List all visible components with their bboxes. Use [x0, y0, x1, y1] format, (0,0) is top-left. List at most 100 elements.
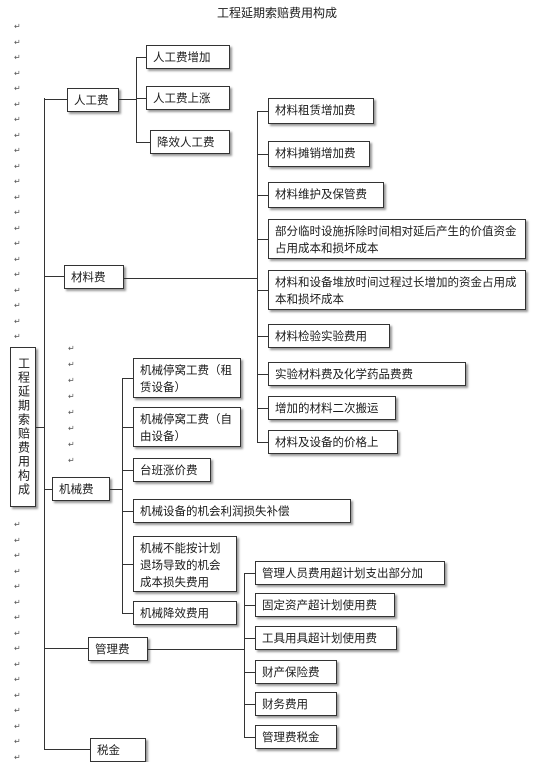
paragraph-mark-icon: ↵ — [14, 161, 21, 171]
paragraph-mark-icon: ↵ — [14, 177, 21, 186]
paragraph-mark-icon: ↵ — [14, 99, 21, 109]
paragraph-mark-icon: ↵ — [14, 690, 21, 700]
paragraph-mark-icon: ↵ — [14, 316, 21, 326]
connector — [122, 511, 133, 512]
paragraph-mark-icon: ↵ — [14, 551, 21, 560]
paragraph-mark-icon: ↵ — [14, 520, 21, 529]
paragraph-mark-icon: ↵ — [68, 392, 75, 401]
connector — [257, 408, 268, 409]
connector — [257, 336, 268, 337]
paragraph-mark-icon: ↵ — [68, 360, 75, 369]
paragraph-mark-icon: ↵ — [14, 737, 21, 746]
machine-item: 机械设备的机会利润损失补偿 — [133, 499, 351, 523]
paragraph-mark-icon: ↵ — [68, 424, 75, 433]
material-item: 材料及设备的价格上 — [268, 430, 398, 454]
material-item: 材料检验实验费用 — [268, 324, 390, 348]
paragraph-mark-icon: ↵ — [14, 332, 21, 341]
management-item: 财务费用 — [255, 692, 337, 716]
material-item: 材料和设备堆放时间过程过长增加的资金占用成本和损坏成本 — [268, 270, 526, 310]
management-item: 固定资产超计划使用费 — [255, 593, 395, 617]
paragraph-mark-icon: ↵ — [14, 68, 21, 78]
connector-labor — [44, 99, 67, 100]
connector — [244, 704, 255, 705]
paragraph-mark-icon: ↵ — [14, 84, 21, 93]
connector — [244, 672, 255, 673]
paragraph-mark-icon: ↵ — [14, 752, 21, 762]
paragraph-mark-icon: ↵ — [14, 37, 21, 47]
machine-item: 台班涨价费 — [133, 458, 211, 482]
paragraph-mark-icon: ↵ — [14, 301, 21, 310]
connector — [136, 142, 150, 143]
management-item: 管理人员费用超计划支出部分加 — [255, 561, 445, 585]
paragraph-mark-icon: ↵ — [68, 344, 75, 353]
material-item: 材料租赁增加费 — [268, 98, 374, 124]
diagram-title: 工程延期索赔费用构成 — [216, 6, 337, 20]
connector — [244, 605, 255, 606]
connector — [122, 613, 133, 614]
connector-management-h — [148, 649, 244, 650]
connector-machine — [44, 489, 52, 490]
management-item: 财产保险费 — [255, 660, 337, 684]
connector — [244, 737, 255, 738]
connector-management-v — [244, 573, 245, 737]
paragraph-mark-icon: ↵ — [14, 223, 21, 233]
labor-item: 降效人工费 — [150, 130, 230, 154]
material-item: 实验材料费及化学药品费费 — [268, 362, 466, 386]
management-item: 工具用具超计划使用费 — [255, 626, 397, 650]
paragraph-mark-icon: ↵ — [14, 721, 21, 731]
paragraph-mark-icon: ↵ — [68, 456, 75, 465]
paragraph-mark-icon: ↵ — [14, 659, 21, 669]
connector-labor-h — [119, 99, 136, 100]
connector — [257, 290, 268, 291]
paragraph-mark-icon: ↵ — [14, 285, 21, 295]
connector — [257, 442, 268, 443]
connector — [257, 154, 268, 155]
connector — [136, 98, 146, 99]
material-item: 材料维护及保管费 — [268, 182, 384, 208]
connector — [122, 378, 133, 379]
paragraph-mark-icon: ↵ — [68, 376, 75, 385]
connector-trunk — [44, 98, 45, 750]
connector — [122, 427, 133, 428]
paragraph-mark-icon: ↵ — [14, 644, 21, 653]
paragraph-mark-icon: ↵ — [14, 53, 21, 62]
paragraph-mark-icon: ↵ — [68, 408, 75, 417]
connector — [257, 239, 268, 240]
material-item: 增加的材料二次搬运 — [268, 396, 396, 420]
paragraph-mark-icon: ↵ — [14, 22, 21, 31]
connector — [122, 564, 133, 565]
connector — [257, 195, 268, 196]
paragraph-mark-icon: ↵ — [14, 239, 21, 248]
connector-material-h — [124, 278, 257, 279]
category-management: 管理费 — [88, 637, 148, 661]
connector-machine-v — [122, 378, 123, 613]
connector — [257, 374, 268, 375]
paragraph-mark-icon: ↵ — [14, 566, 21, 576]
connector-material — [44, 276, 64, 277]
connector — [257, 111, 268, 112]
paragraph-mark-icon: ↵ — [14, 192, 21, 202]
connector — [244, 573, 255, 574]
category-labor: 人工费 — [67, 88, 119, 112]
machine-item: 机械不能按计划退场导致的机会成本损失费用 — [133, 536, 237, 592]
machine-item: 机械停窝工费（自由设备） — [133, 407, 241, 447]
machine-item: 机械降效费用 — [133, 601, 237, 625]
root-node: 工程延期索赔费用构成 — [10, 347, 36, 507]
paragraph-mark-icon: ↵ — [14, 208, 21, 217]
paragraph-mark-icon: ↵ — [14, 675, 21, 684]
paragraph-mark-icon: ↵ — [14, 597, 21, 607]
connector — [136, 57, 146, 58]
paragraph-mark-icon: ↵ — [14, 254, 21, 264]
labor-item: 人工费增加 — [146, 45, 230, 69]
paragraph-mark-icon: ↵ — [68, 440, 75, 449]
paragraph-mark-icon: ↵ — [14, 613, 21, 622]
material-item: 部分临时设施拆除时间相对延后产生的价值资金占用成本和损坏成本 — [268, 219, 526, 259]
paragraph-mark-icon: ↵ — [14, 130, 21, 140]
category-material: 材料费 — [64, 265, 124, 289]
connector-tax — [44, 749, 90, 750]
connector — [244, 638, 255, 639]
material-item: 材料摊销增加费 — [268, 141, 370, 167]
paragraph-mark-icon: ↵ — [14, 270, 21, 279]
category-tax: 税金 — [90, 738, 146, 762]
connector — [122, 470, 133, 471]
